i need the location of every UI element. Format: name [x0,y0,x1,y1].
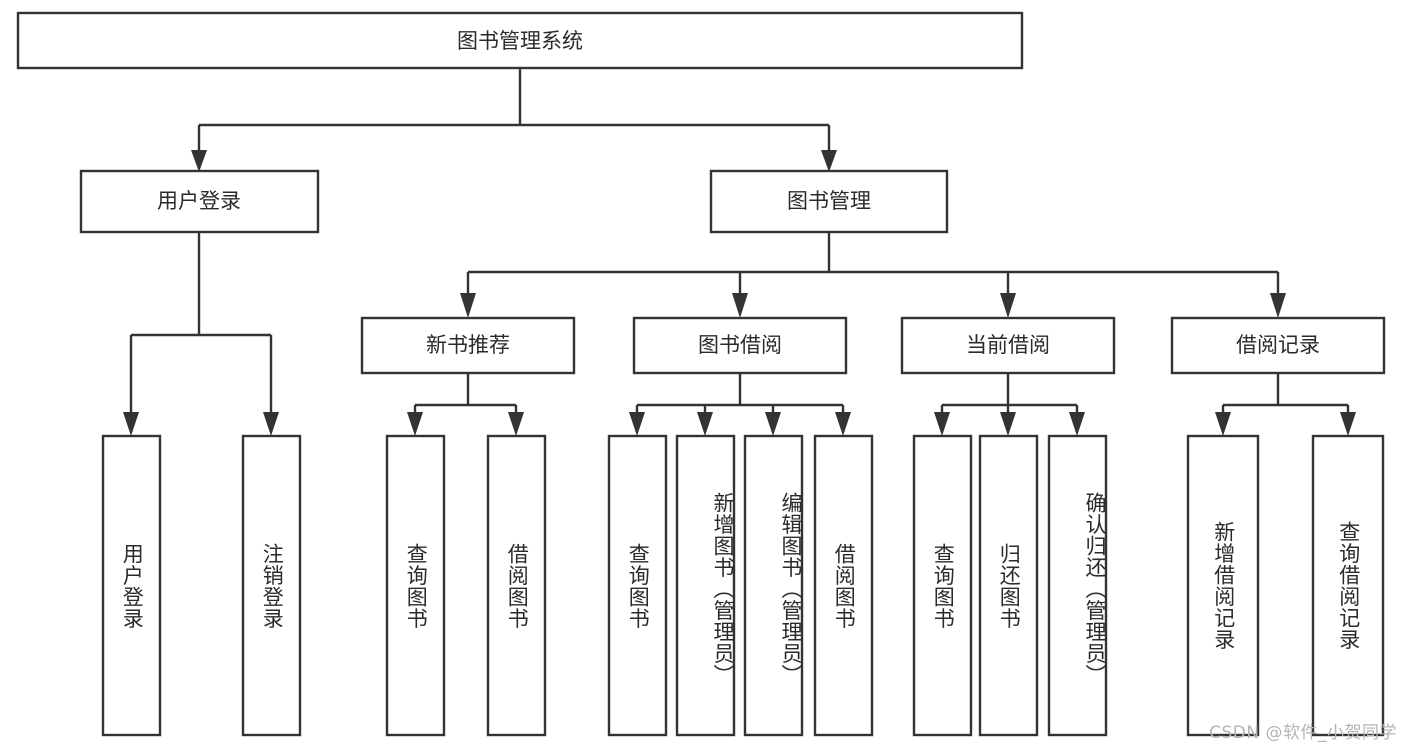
node-leaf-return-book-box[interactable] [978,434,1039,737]
arrow-current-borrow-to-return-book [1000,412,1016,436]
node-leaf-logout-box[interactable] [241,434,302,737]
node-book-borrow-label: 图书借阅 [698,333,782,357]
arrow-new-book-rec-to-query-book [407,412,423,436]
node-leaf-add-record-box[interactable] [1186,434,1260,737]
node-leaf-add-book-box[interactable] [675,434,736,737]
node-book-manage-label: 图书管理 [787,189,871,213]
node-root-label: 图书管理系统 [457,29,583,53]
connector-book-borrow-bus [635,373,845,420]
arrow-book-borrow-to-query-book [629,412,645,436]
arrow-book-borrow-to-borrow-book [835,412,851,436]
node-new-book-rec-box[interactable] [360,316,576,375]
arrow-current-borrow-to-confirm-return [1069,412,1085,436]
node-leaf-query-book-3-box[interactable] [912,434,973,737]
connector-book-manage-bus [466,232,1280,297]
arrow-current-borrow-to-query-book [934,412,950,436]
node-leaf-user-login-box[interactable] [101,434,162,737]
arrow-book-borrow-to-edit-book [765,412,781,436]
arrow-book-borrow-to-add-book [697,412,713,436]
node-book-borrow-box[interactable] [632,316,848,375]
connector-borrow-record-bus [1221,373,1350,420]
node-user-login-label: 用户登录 [157,189,241,213]
arrow-user-login-to-leaf-logout [263,412,279,436]
connector-user-login-bus [129,232,273,420]
node-current-borrow-label: 当前借阅 [966,333,1050,357]
arrow-book-manage-to-book-borrow [732,293,748,318]
node-leaf-confirm-return-box[interactable] [1047,434,1108,737]
node-book-manage-box[interactable] [709,169,949,234]
arrow-borrow-record-to-query-record [1340,412,1356,436]
arrow-book-manage-to-current-borrow [1000,293,1016,318]
node-leaf-query-record-box[interactable] [1311,434,1385,737]
node-leaf-borrow-book-1-box[interactable] [486,434,547,737]
csdn-watermark: CSDN @软件_小贺同学 [1209,723,1397,743]
node-borrow-record-label: 借阅记录 [1236,333,1320,357]
arrow-book-manage-to-new-book-rec [460,293,476,318]
arrow-root-to-book-manage [821,150,837,172]
connector-new-book-rec-bus [413,373,518,420]
node-leaf-query-book-1-box[interactable] [385,434,446,737]
node-layer: 图书管理系统 用户登录 图书管理 新书推荐 图书借阅 当前借阅 借阅记录 [16,11,1386,737]
node-leaf-query-book-2-box[interactable] [607,434,668,737]
arrow-user-login-to-leaf-user-login [123,412,139,436]
arrow-new-book-rec-to-borrow-book [508,412,524,436]
node-leaf-borrow-book-2-box[interactable] [813,434,874,737]
node-leaf-edit-book-box[interactable] [743,434,804,737]
connector-root-bus [197,68,831,158]
node-root-box[interactable] [16,11,1024,70]
connector-layer [123,68,1356,436]
arrow-borrow-record-to-add-record [1215,412,1231,436]
node-borrow-record-box[interactable] [1170,316,1386,375]
node-user-login-box[interactable] [79,169,320,234]
arrow-root-to-user-login [191,150,207,172]
node-new-book-rec-label: 新书推荐 [426,333,510,357]
node-current-borrow-box[interactable] [900,316,1116,375]
arrow-book-manage-to-borrow-record [1270,293,1286,318]
